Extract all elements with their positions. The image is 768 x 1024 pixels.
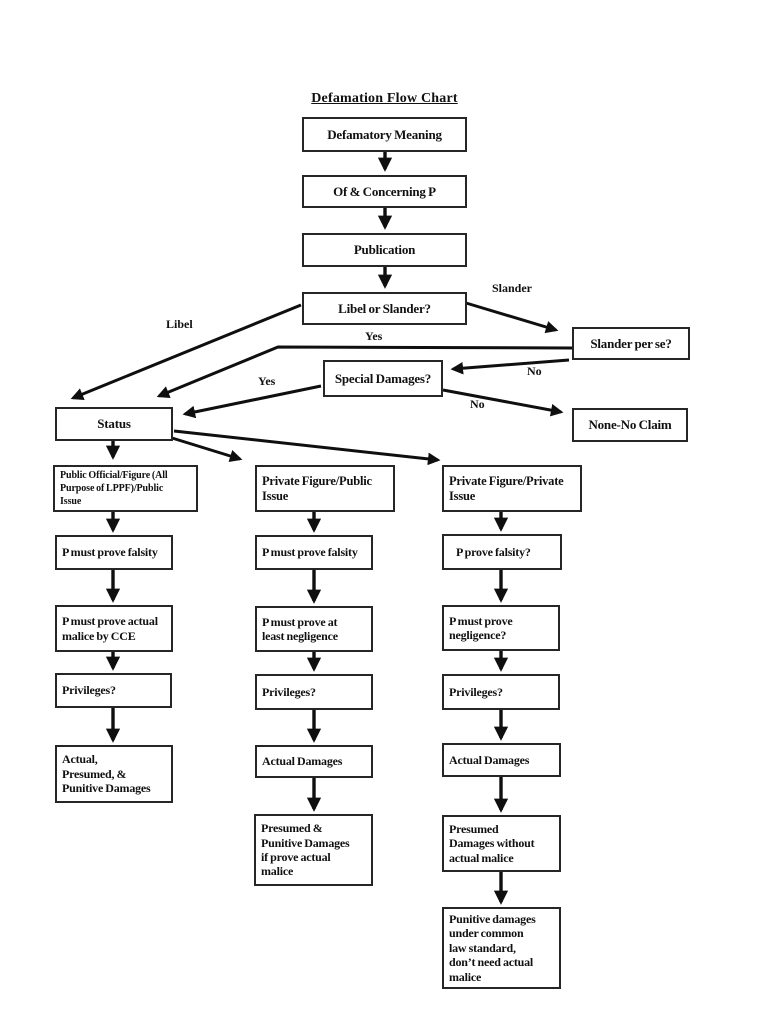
arrow-libel-branch-to-status — [70, 303, 302, 401]
node-right-privileges: Privileges? — [442, 674, 560, 710]
node-status: Status — [55, 407, 173, 441]
node-slander-per-se: Slander per se? — [572, 327, 690, 360]
node-left-actual-malice-cce: P must prove actual malice by CCE — [55, 605, 173, 652]
node-mid-privileges: Privileges? — [255, 674, 373, 710]
node-private-figure-private-issue-header: Private Figure/Private Issue — [442, 465, 582, 512]
edge-label-no-special-damages: No — [527, 364, 542, 378]
arrow-slander-branch — [465, 301, 559, 334]
edge-label-yes-special-damages: Yes — [258, 374, 276, 388]
page-title: Defamation Flow Chart — [311, 91, 458, 106]
node-right-punitive-common-law: Punitive damages under common law standa… — [442, 907, 561, 989]
node-mid-least-negligence: P must prove at least negligence — [255, 606, 373, 652]
node-mid-must-prove-falsity: P must prove falsity — [255, 535, 373, 570]
node-of-and-concerning-p: Of & Concerning P — [302, 175, 467, 208]
node-right-prove-falsity: P prove falsity? — [442, 534, 562, 570]
node-publication: Publication — [302, 233, 467, 267]
node-private-figure-public-issue-header: Private Figure/Public Issue — [255, 465, 395, 512]
arrow-slander-per-se-yes-to-status — [156, 345, 573, 398]
arrow-status-to-private-public — [171, 436, 243, 463]
arrow-status-to-private-private — [173, 429, 441, 466]
node-right-prove-negligence: P must prove negligence? — [442, 605, 560, 651]
node-right-actual-damages: Actual Damages — [442, 743, 561, 777]
edge-label-yes-slander-per-se: Yes — [365, 329, 383, 343]
node-defamatory-meaning: Defamatory Meaning — [302, 117, 467, 152]
node-left-privileges: Privileges? — [55, 673, 172, 708]
node-left-must-prove-falsity: P must prove falsity — [55, 535, 173, 570]
edge-label-slander: Slander — [492, 281, 533, 295]
node-mid-actual-damages: Actual Damages — [255, 745, 373, 778]
edge-label-no-none-claim: No — [470, 397, 485, 411]
node-special-damages: Special Damages? — [323, 360, 443, 397]
node-right-presumed-without-actual-malice: Presumed Damages without actual malice — [442, 815, 561, 872]
node-libel-or-slander: Libel or Slander? — [302, 292, 467, 325]
edge-label-libel: Libel — [166, 317, 193, 331]
node-left-actual-presumed-punitive-damages: Actual, Presumed, & Punitive Damages — [55, 745, 173, 803]
node-none-no-claim: None-No Claim — [572, 408, 688, 442]
node-mid-presumed-punitive-if-actual-malice: Presumed & Punitive Damages if prove act… — [254, 814, 373, 886]
arrow-special-damages-no-to-none-claim — [442, 388, 564, 417]
node-public-official-figure-header: Public Official/Figure (All Purpose of L… — [53, 465, 198, 512]
arrow-slander-per-se-no-to-special-damages — [450, 358, 570, 375]
arrow-special-damages-yes-to-status — [182, 384, 322, 419]
